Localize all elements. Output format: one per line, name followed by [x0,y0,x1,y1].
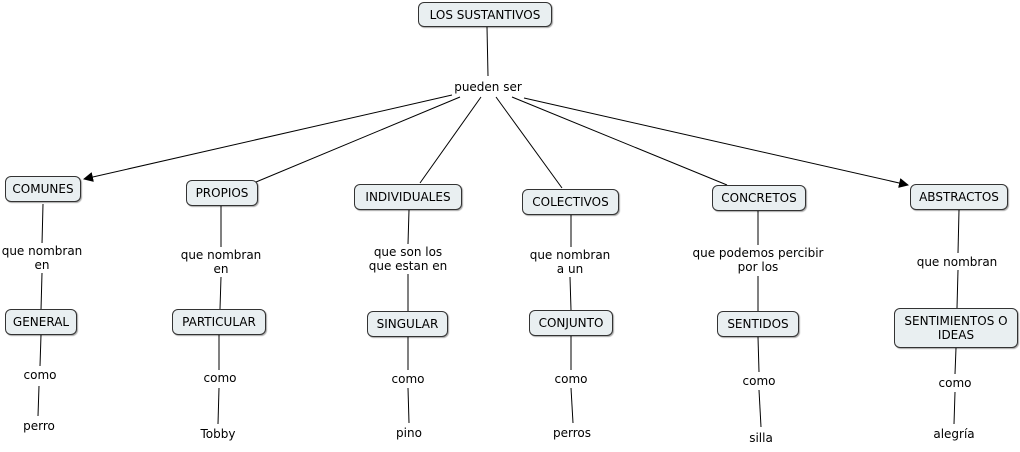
connector-propios [255,96,461,183]
example-pino: pino [394,425,424,441]
concept-particular[interactable]: PARTICULAR [172,309,266,335]
linking-phrase-general: como [21,367,59,383]
example-perros: perros [551,425,593,441]
concept-concretos[interactable]: CONCRETOS [712,185,806,211]
connector-individuales [419,96,482,184]
concept-conjunto[interactable]: CONJUNTO [529,310,613,336]
concept-colectivos[interactable]: COLECTIVOS [522,189,619,215]
concept-sentimientos-o-ideas[interactable]: SENTIMIENTOS O IDEAS [894,308,1018,348]
linking-phrase-sentimientos: como [936,375,974,391]
example-perro: perro [21,418,57,434]
concept-singular[interactable]: SINGULAR [367,311,448,337]
concept-sentidos[interactable]: SENTIDOS [717,311,799,337]
example-tobby: Tobby [198,426,238,442]
concept-propios[interactable]: PROPIOS [186,180,258,206]
linking-phrase-singular: como [389,371,427,387]
linking-phrase-concretos: que podemos percibir por los [690,245,826,275]
linking-phrase-root: pueden ser [452,79,524,95]
example-silla: silla [747,430,775,446]
linking-phrase-sentidos: como [740,373,778,389]
linking-phrase-particular: como [201,370,239,386]
concept-abstractos[interactable]: ABSTRACTOS [910,184,1008,210]
concept-root[interactable]: LOS SUSTANTIVOS [418,2,552,27]
concept-comunes[interactable]: COMUNES [5,176,81,202]
concept-individuales[interactable]: INDIVIDUALES [354,184,462,210]
example-alegria: alegría [931,426,977,442]
linking-phrase-comunes: que nombran en [0,243,85,273]
linking-phrase-conjunto: como [552,371,590,387]
connector-colectivos [495,96,563,189]
linking-phrase-individuales: que son los que estan en [366,244,450,274]
linking-phrase-propios: que nombran en [178,247,264,277]
connector-comunes [83,94,453,182]
connector-abstractos [523,97,909,188]
connector-root [486,26,489,77]
concept-general[interactable]: GENERAL [5,309,77,335]
linking-phrase-colectivos: que nombran a un [527,247,613,277]
linking-phrase-abstractos: que nombran [914,254,1000,270]
connector-concretos [511,96,728,186]
